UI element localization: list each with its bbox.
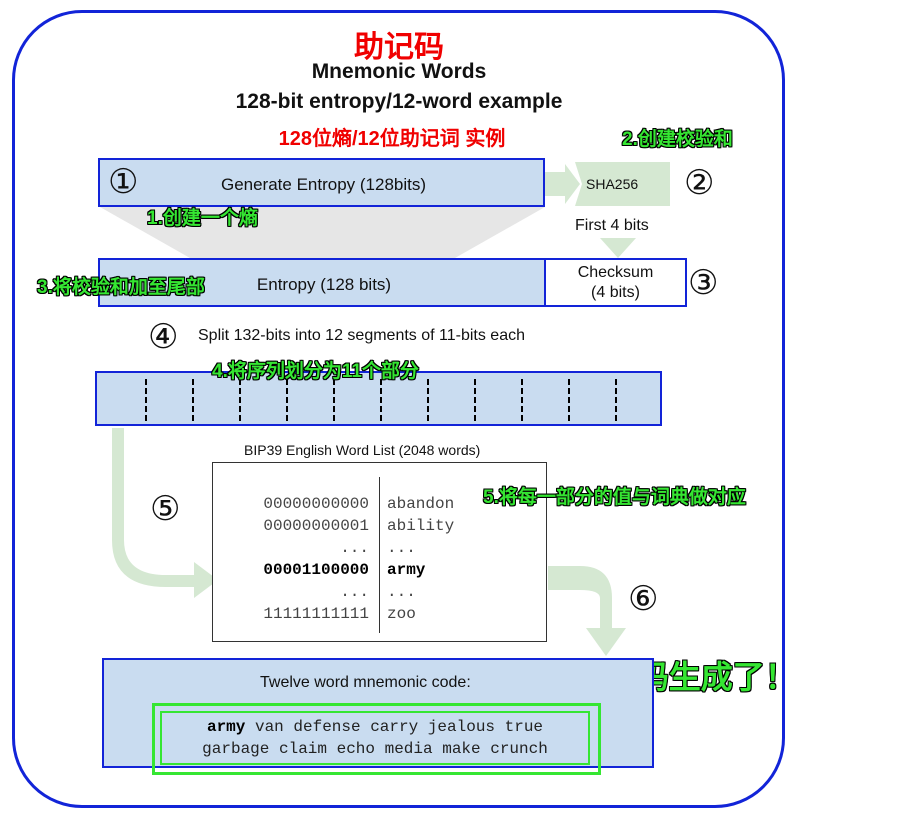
wordlist-word-highlight: army <box>387 561 426 579</box>
segment-divider <box>615 379 617 421</box>
wordlist-table: 00000000000 00000000001 ... 00001100000 … <box>212 462 547 642</box>
step-5-number: ⑤ <box>150 489 181 529</box>
mnemonic-words: army van defense carry jealous true garb… <box>162 716 588 760</box>
step-1-number: ① <box>108 162 139 202</box>
wordlist-word: zoo <box>387 605 416 623</box>
segment-divider <box>145 379 147 421</box>
entropy-bar: Entropy (128 bits) <box>98 258 546 307</box>
wordlist-bits: 00000000001 <box>263 517 369 535</box>
step-5-note: 5.将每一部分的值与词典做对应 <box>483 487 746 508</box>
title-english: Mnemonic Words <box>311 60 487 83</box>
mnemonic-line-2: garbage claim echo media make crunch <box>202 740 548 758</box>
wordlist-bits: 00000000000 <box>263 495 369 513</box>
segment-divider <box>427 379 429 421</box>
segment-divider <box>380 379 382 421</box>
mnemonic-line-1-rest: van defense carry jealous true <box>245 718 544 736</box>
wordlist-word: ... <box>387 539 416 557</box>
mnemonic-line-1: army van defense carry jealous true <box>162 716 588 738</box>
step-2-number: ② <box>684 163 715 203</box>
step-4-note: 4.将序列划分为11个部分 <box>212 361 419 382</box>
wordlist-words-column: abandon ability ... army ... zoo <box>387 493 537 625</box>
wordlist-divider <box>379 477 380 633</box>
outer-frame <box>12 10 785 808</box>
wordlist-bits-column: 00000000000 00000000001 ... 00001100000 … <box>223 493 369 625</box>
segment-divider <box>521 379 523 421</box>
mnemonic-first-word: army <box>206 718 246 736</box>
arrow-to-sha256 <box>545 164 580 204</box>
segment-divider <box>333 379 335 421</box>
generate-entropy-label: Generate Entropy (128bits) <box>220 175 427 194</box>
mnemonic-highlight-outer <box>152 703 601 775</box>
arrow-first4-head <box>600 238 636 258</box>
step-6-number: ⑥ <box>628 579 659 619</box>
step-4-number: ④ <box>148 317 179 357</box>
title-chinese: 助记码 <box>354 31 444 64</box>
mnemonic-title: Twelve word mnemonic code: <box>260 674 471 691</box>
entropy-bar-label: Entropy (128 bits) <box>256 275 392 294</box>
checksum-size: (4 bits) <box>591 284 640 301</box>
wordlist-title: BIP39 English Word List (2048 words) <box>244 442 481 458</box>
generate-entropy-box: Generate Entropy (128bits) <box>98 158 545 207</box>
segment-divider <box>286 379 288 421</box>
segments-bar <box>95 371 662 426</box>
wordlist-word: ability <box>387 517 455 535</box>
subtitle-chinese: 128位熵/12位助记词 实例 <box>278 128 506 150</box>
segment-divider <box>568 379 570 421</box>
sha256-box-shape <box>575 162 670 206</box>
mnemonic-highlight-inner <box>160 711 590 765</box>
checksum-box: Checksum (4 bits) <box>544 258 687 307</box>
split-label: Split 132-bits into 12 segments of 11-bi… <box>198 327 525 344</box>
wordlist-word: abandon <box>387 495 455 513</box>
wordlist-bits: ... <box>340 583 369 601</box>
wordlist-bits: ... <box>340 539 369 557</box>
mnemonic-box: Twelve word mnemonic code: <box>102 658 654 768</box>
funnel-shape <box>100 207 545 258</box>
wordlist-bits: 11111111111 <box>263 605 369 623</box>
checksum-label: Checksum <box>577 264 654 281</box>
segment-divider <box>239 379 241 421</box>
step-2-note: 2.创建校验和 <box>622 129 733 150</box>
subtitle-english: 128-bit entropy/12-word example <box>235 90 563 113</box>
first-4-bits-label: First 4 bits <box>575 217 649 234</box>
step-3-note: 3.将校验和加至尾部 <box>37 277 205 298</box>
segment-divider <box>474 379 476 421</box>
sha256-label: SHA256 <box>586 176 639 192</box>
wordlist-bits-highlight: 00001100000 <box>263 561 369 579</box>
step-3-number: ③ <box>688 263 719 303</box>
arrow-to-mnemonic <box>548 566 626 656</box>
step-1-note: 1.创建一个熵 <box>147 208 258 229</box>
segment-divider <box>192 379 194 421</box>
wordlist-word: ... <box>387 583 416 601</box>
arrow-to-wordlist <box>112 428 218 598</box>
